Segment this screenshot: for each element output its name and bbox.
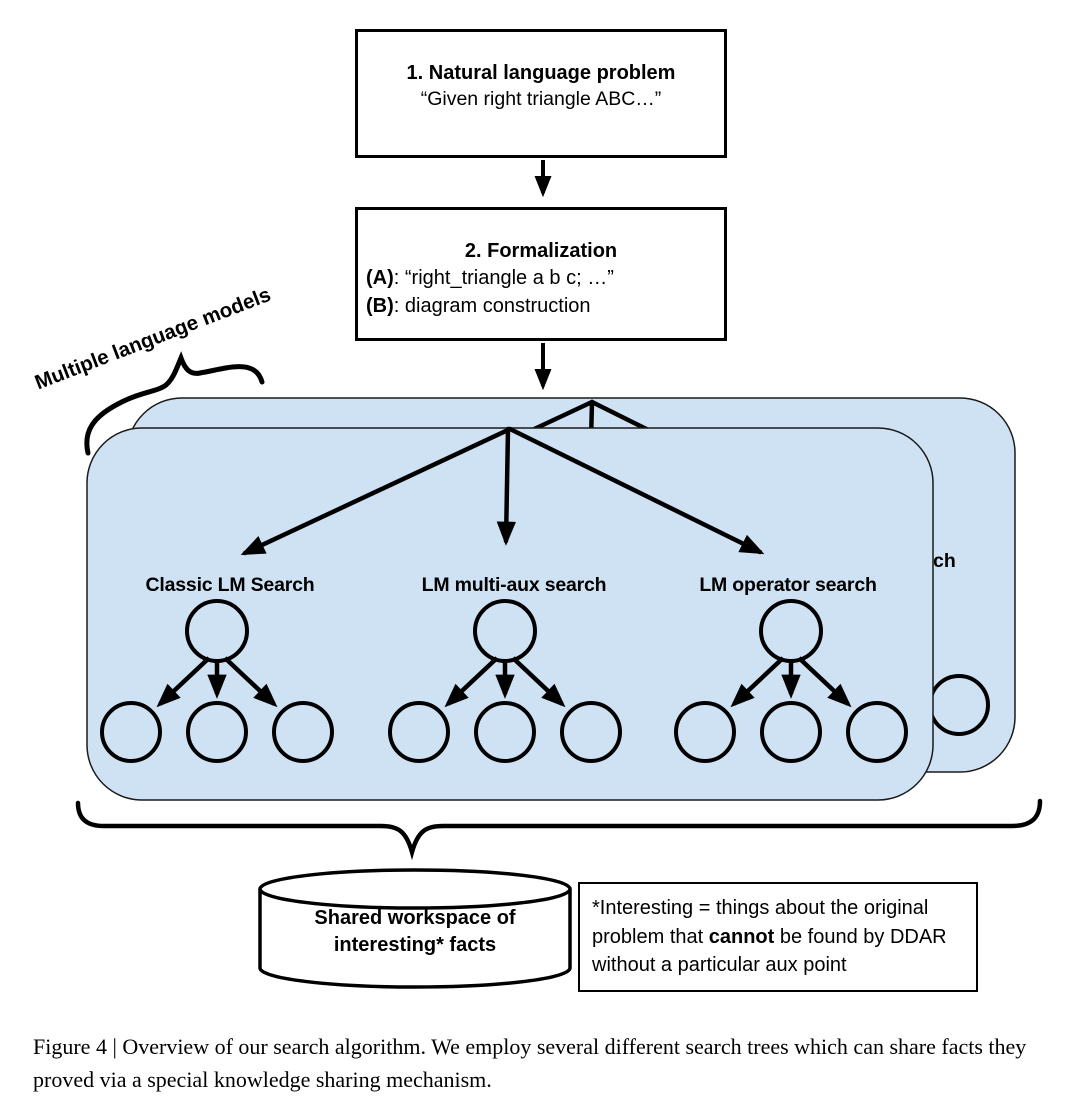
shared-workspace-line2: interesting* facts — [333, 934, 497, 956]
step1-example: “Given right triangle ABC…” — [420, 88, 662, 110]
shared-workspace-cylinder — [258, 868, 572, 989]
step2-item-b-text: : diagram construction — [393, 295, 591, 317]
step2-item-a-label: (A) — [366, 267, 394, 289]
step1-title: 1. Natural language problem — [406, 62, 676, 84]
lm-operator-search-label: LM operator search — [699, 574, 877, 596]
workspace-brace — [75, 798, 1043, 861]
lm-multi-aux-search-label: LM multi-aux search — [421, 574, 607, 596]
step2-item-b-label: (B) — [366, 295, 394, 317]
back-panel-label-fragment: ch — [933, 550, 956, 572]
step2-item-a: (A): “right_triangle a b c; …” — [358, 264, 724, 292]
front-language-model-panel — [86, 427, 934, 801]
shared-workspace-label: Shared workspace of interesting* facts — [265, 905, 565, 959]
step2-title: 2. Formalization — [464, 240, 618, 262]
shared-workspace-line1: Shared workspace of — [314, 907, 516, 929]
step2-item-a-text: : “right_triangle a b c; …” — [393, 267, 614, 289]
front-panel-fanout-arrows — [240, 426, 765, 556]
interesting-definition-note: *Interesting = things about the original… — [578, 882, 978, 992]
figure-caption: Figure 4 | Overview of our search algori… — [33, 1034, 1027, 1092]
note-emphasis: cannot — [708, 925, 775, 948]
step1-box: 1. Natural language problem “Given right… — [355, 29, 727, 158]
note-text-2: be found by DDAR without a particular au… — [592, 925, 947, 977]
models-brace — [84, 351, 265, 456]
step2-box: 2. Formalization (A): “right_triangle a … — [355, 207, 727, 341]
classic-lm-search-label: Classic LM Search — [145, 574, 315, 596]
note-text-1: *Interesting = things about the original… — [592, 897, 929, 948]
step2-item-b: (B): diagram construction — [358, 292, 724, 320]
